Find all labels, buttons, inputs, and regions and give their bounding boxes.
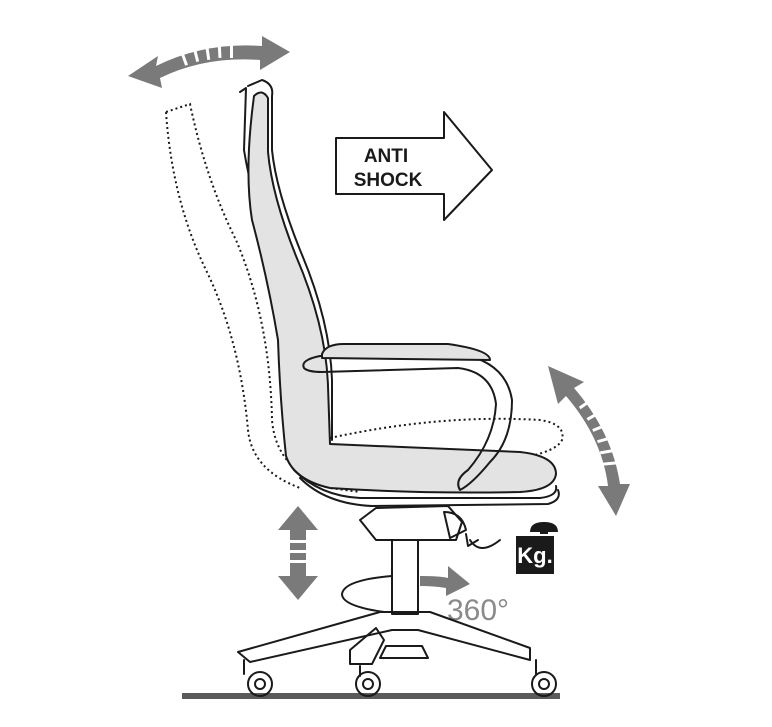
chair-cushion [247,91,557,494]
caster-wheel-left-hub [254,678,266,690]
caster-wheel-center [355,671,381,697]
seat-shell [293,469,560,507]
caster-wheel-right-hub [538,678,550,690]
anti-shock-label-line2: SHOCK [354,170,423,191]
height-adjust-arrow-icon [278,506,318,600]
caster-wheel-right [531,671,557,697]
rotation-arrow-icon: 360° [341,566,509,627]
seat-tilt-arrow-icon [548,366,630,516]
mechanism-knob [443,511,467,539]
tilted-seat-outline [329,417,564,466]
weight-icon: Kg. [516,522,558,574]
tension-rotate-icon [465,533,501,549]
chair-base [237,611,537,677]
caster-wheel-left [247,671,273,697]
backrest-tilt-arrow-icon [128,36,290,88]
weight-label: Kg. [517,543,552,568]
armrest-top-pad [321,343,491,361]
caster-wheel-center-hub [362,678,374,690]
anti-shock-label-line1: ANTI [364,146,408,167]
gas-column [391,539,419,615]
reclined-backrest-outline [165,102,361,493]
anti-shock-arrow-icon: ANTI SHOCK [335,111,493,221]
